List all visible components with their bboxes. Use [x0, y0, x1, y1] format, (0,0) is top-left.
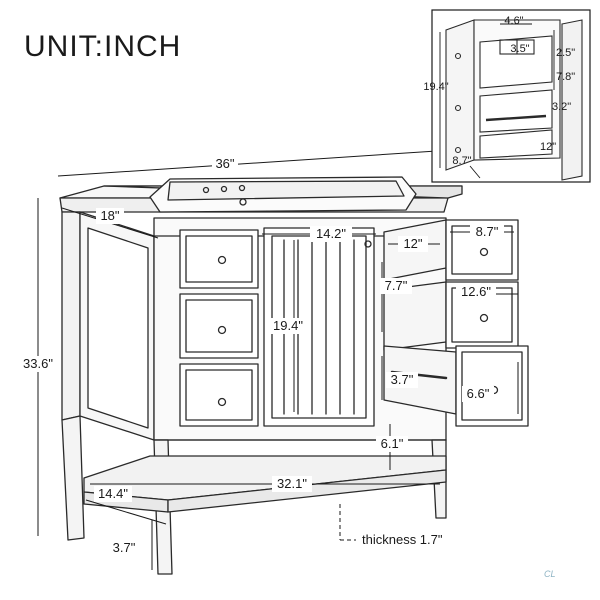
inset-front-width: 8.7"	[452, 155, 471, 167]
dim-shelf-thickness: thickness 1.7"	[362, 532, 443, 547]
dim-drawer-gap: 12"	[403, 236, 422, 251]
left-drawers	[179, 229, 259, 427]
dim-width: 36"	[215, 156, 234, 171]
sink-basin	[149, 176, 417, 213]
inset-top-width: 4.6"	[504, 15, 523, 27]
dim-shelf-width: 32.1"	[277, 476, 307, 491]
dim-door-width: 14.2"	[316, 226, 346, 241]
dim-depth: 18"	[100, 208, 119, 223]
dim-shelf-depth: 14.4"	[98, 486, 128, 501]
dim-bottom-drawer-height: 6.6"	[467, 386, 490, 401]
inset-side-height: 19.4"	[423, 81, 448, 93]
left-side-panel	[61, 211, 155, 441]
dim-drawer-depth: 12.6"	[461, 284, 491, 299]
dim-leg-height: 3.7"	[113, 540, 136, 555]
dim-bottom-drawer-box: 3.7"	[391, 372, 414, 387]
inset-lower-height: 3.2"	[552, 101, 571, 113]
inset-inner-width: 3.5"	[510, 43, 529, 55]
dim-drawer-front-width: 8.7"	[476, 224, 499, 239]
dimension-labels: 36" 33.6" 18" 14.2" 19.4" 12" 8.7" 7.7" …	[18, 156, 504, 556]
inset-top-gap: 2.5"	[556, 47, 575, 59]
dim-door-height: 19.4"	[273, 318, 303, 333]
dim-drawer-box-height: 7.7"	[385, 278, 408, 293]
dim-shelf-clearance: 6.1"	[381, 436, 404, 451]
inset-depth: 12"	[540, 141, 556, 153]
inset-middle-height: 7.8"	[556, 71, 575, 83]
drawer-detail-inset: 4.6" 3.5" 2.5" 19.4" 7.8" 3.2" 12" 8.7"	[423, 9, 591, 183]
dim-height: 33.6"	[23, 356, 53, 371]
watermark-text: CL	[544, 569, 556, 579]
diagram-title: UNIT:INCH	[24, 30, 182, 63]
